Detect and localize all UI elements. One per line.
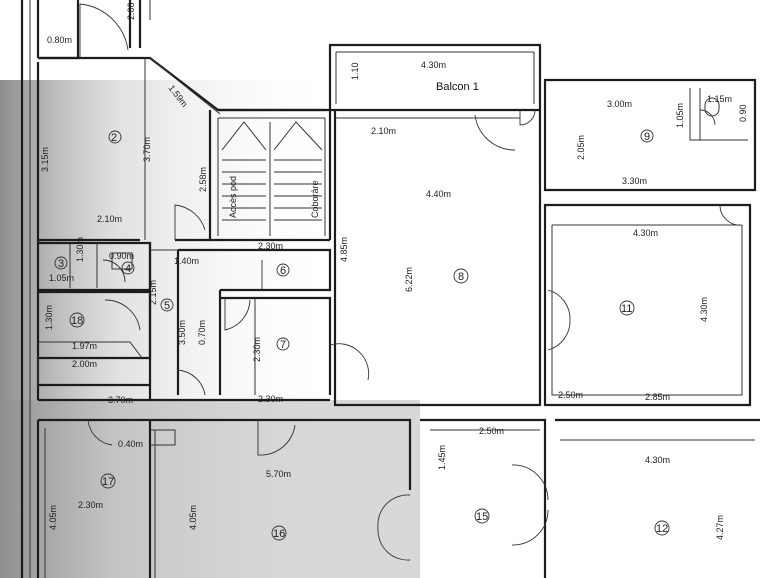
dimension-label: 2.10m: [371, 126, 396, 136]
dimension-labels: 2.06 0.80m 1.59m 3.15m 3.70m 2.58m 2.10m…: [40, 2, 748, 540]
dimension-label: 6.22m: [404, 267, 414, 292]
dimension-label: 2.50m: [558, 390, 583, 400]
dimension-label: 2.05m: [576, 135, 586, 160]
room-18-number: 18: [71, 315, 83, 327]
room-8-number: 8: [458, 271, 464, 283]
dimension-label: 1.15m: [707, 94, 732, 104]
dimension-label: 1.97m: [72, 341, 97, 351]
room-7-number: 7: [280, 339, 286, 351]
room-3-number: 3: [58, 258, 64, 270]
toilet-fixture: [704, 97, 720, 117]
dimension-label: 4.85m: [339, 237, 349, 262]
dimension-label: 2.30m: [258, 241, 283, 251]
dimension-label: 4.05m: [48, 505, 58, 530]
dimension-label: 3.30m: [622, 176, 647, 186]
balcony-label: Balcon 1: [436, 81, 479, 93]
dimension-label: 2.30m: [258, 394, 283, 404]
doors: [79, 3, 743, 561]
dimension-label: 2.30m: [252, 337, 262, 362]
room-6-number: 6: [280, 265, 286, 277]
room-15-number: 15: [476, 511, 488, 523]
balcony-railing: [335, 51, 535, 104]
room-9-number: 9: [644, 131, 650, 143]
dimension-label: 3.15m: [40, 147, 50, 172]
dimension-label: 5.70m: [266, 469, 291, 479]
dimension-label: 4.30m: [633, 228, 658, 238]
dimension-label: 4.40m: [426, 189, 451, 199]
room-markers: 2 3 4 5 6 7 8 9 11 12 15 16 17 18: [54, 129, 670, 541]
stairs-down-label: Coborâre: [310, 180, 320, 218]
dimension-label: 1.45m: [437, 445, 447, 470]
dimension-label: 0.80m: [47, 35, 72, 45]
dimension-label: 4.30m: [645, 455, 670, 465]
dimension-label: 4.30m: [699, 297, 709, 322]
room-11-number: 11: [621, 303, 632, 315]
scan-shading-left: [0, 80, 340, 578]
dimension-label: 0.40m: [118, 439, 143, 449]
dimension-label: 0.70m: [197, 320, 207, 345]
dimension-label: 1.05m: [49, 273, 74, 283]
dimension-label: 1.30m: [75, 237, 85, 262]
dimension-label: 1.05m: [675, 103, 685, 128]
room-12-number: 12: [656, 523, 668, 535]
room-2-number: 2: [111, 132, 117, 144]
dimension-label: 0.90m: [109, 251, 134, 261]
dimension-label: 4.30m: [421, 60, 446, 70]
dimension-label: 3.70m: [142, 137, 152, 162]
dimension-label: 0.90: [738, 104, 748, 122]
dimension-label: 2.50m: [479, 426, 504, 436]
room-16-number: 16: [273, 528, 285, 540]
dimension-label: 1.40m: [174, 256, 199, 266]
dimension-label: 3.70m: [108, 395, 133, 405]
dimension-label: 1.30m: [44, 305, 54, 330]
dimension-label: 3.00m: [607, 99, 632, 109]
dimension-label: 4.27m: [715, 515, 725, 540]
dimension-label: 1.10: [350, 62, 360, 80]
dimension-label: 3.50m: [177, 320, 187, 345]
walls: [20, 0, 760, 578]
dimension-label: 2.58m: [198, 167, 208, 192]
room-4-number: 4: [125, 263, 131, 275]
dimension-label: 2.85m: [645, 392, 670, 402]
stairs-up-label: Accès pod: [228, 176, 238, 218]
scan-shading-bottom: [0, 400, 420, 578]
dimension-label: 4.05m: [188, 505, 198, 530]
dimension-label: 2.10m: [97, 214, 122, 224]
dimension-label: 2.00m: [72, 359, 97, 369]
dimension-label: 2.15m: [148, 280, 158, 305]
dimension-label: 2.30m: [78, 500, 103, 510]
dimension-label: 2.06: [126, 2, 136, 20]
room-5-number: 5: [164, 300, 170, 312]
room-17-number: 17: [102, 476, 114, 488]
